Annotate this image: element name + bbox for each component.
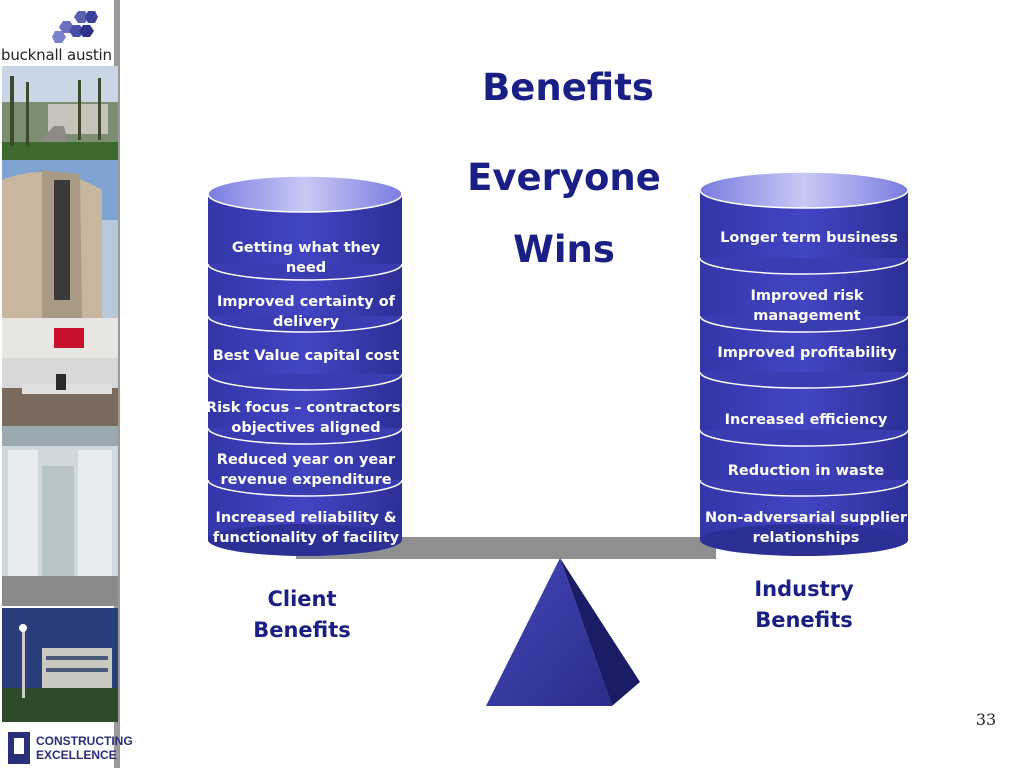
client-benefit-4: Risk focus – contractors’ objectives ali… (205, 400, 407, 436)
subtitle-everyone: Everyone (467, 156, 661, 199)
cylindrical-facade-photo (2, 160, 118, 318)
industry-benefit-1: Longer term business (720, 230, 898, 246)
ce-logo-icon (8, 732, 30, 764)
brand-name: bucknall austin (1, 46, 112, 64)
industry-benefit-3: Improved profitability (717, 345, 897, 361)
page-number: 33 (975, 710, 997, 729)
industry-benefits-caption: Industry Benefits (754, 577, 854, 632)
fulcrum-triangle (486, 558, 640, 706)
industry-benefit-4: Increased efficiency (724, 412, 888, 428)
client-benefits-stack (207, 175, 403, 556)
ce-logo-text: CONSTRUCTING EXCELLENCE (36, 734, 133, 762)
industry-benefit-6: Non-adversarial supplier relationships (704, 510, 908, 546)
client-benefit-3: Best Value capital cost (212, 348, 400, 364)
client-benefit-6: Increased reliability & functionality of… (212, 510, 400, 546)
sidebar: bucknall austin (0, 0, 133, 768)
client-benefit-5: Reduced year on year revenue expenditure (216, 452, 396, 488)
building-path-photo (2, 66, 118, 160)
industry-benefits-stack (699, 171, 909, 556)
client-benefits-caption: Client Benefits (253, 587, 351, 642)
reception-desk-photo (2, 318, 118, 426)
client-benefit-2: Improved certainty of delivery (216, 294, 395, 330)
office-night-photo (2, 608, 118, 722)
client-benefit-1: Getting what they need (231, 240, 381, 276)
seesaw-beam (296, 537, 716, 559)
hexagon-logo-icon (52, 11, 98, 43)
industry-benefit-2: Improved risk management (750, 288, 864, 324)
industry-benefit-5: Reduction in waste (727, 463, 885, 479)
slide-title: Benefits (482, 66, 654, 109)
subtitle-wins: Wins (513, 228, 615, 271)
constructing-excellence-logo: CONSTRUCTING EXCELLENCE (6, 730, 133, 766)
glass-atrium-photo (2, 426, 118, 606)
